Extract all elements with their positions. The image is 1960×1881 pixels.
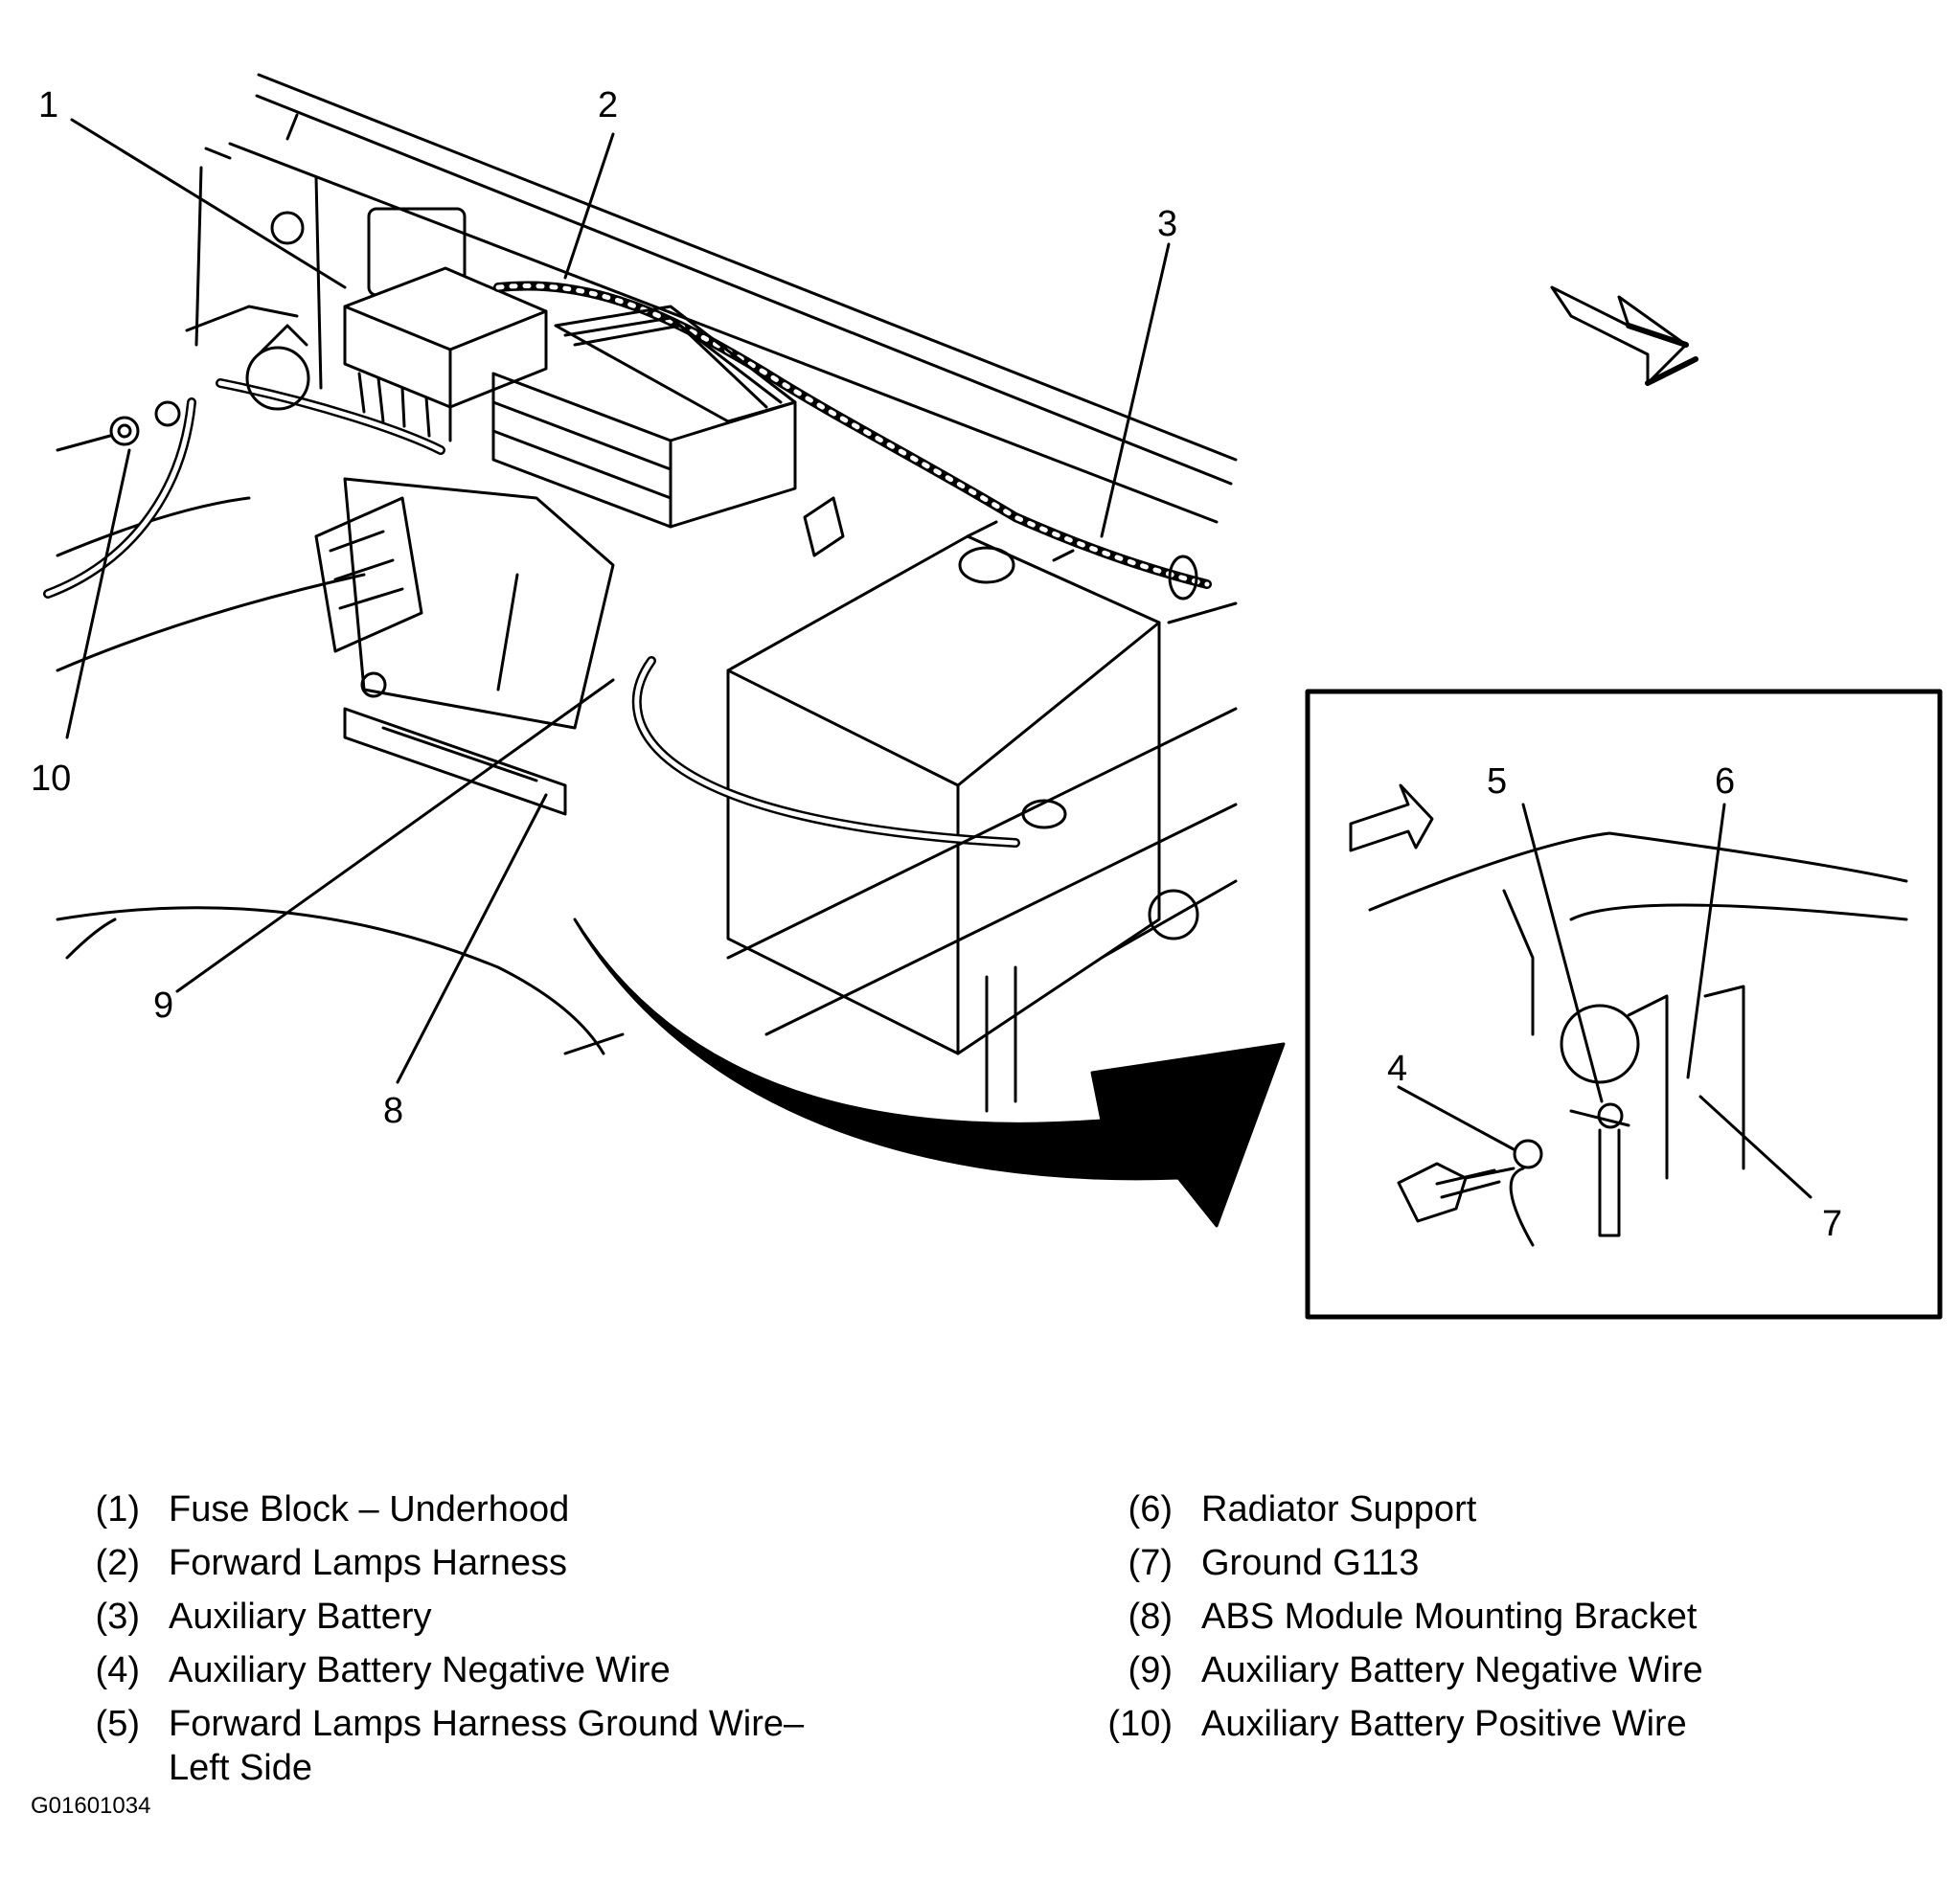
abs-module (314, 477, 615, 816)
callout-2: 2 (598, 85, 618, 125)
callout-5: 5 (1487, 761, 1507, 802)
battery-cables (43, 378, 1067, 848)
callout-9: 9 (153, 986, 173, 1026)
ground-detail-inset (1305, 689, 1943, 1320)
legend-right-column: (6) Radiator Support (7) Ground G113 (8)… (1092, 1483, 1935, 1751)
legend-number: (1) (95, 1489, 140, 1530)
radiator-support-frame (56, 601, 1238, 1113)
relay-center (491, 305, 797, 529)
legend-number: (7) (1128, 1543, 1173, 1583)
callout-8: 8 (383, 1091, 403, 1131)
legend-number: (9) (1128, 1650, 1173, 1690)
legend-item: (2) Forward Lamps Harness (59, 1536, 922, 1590)
legend-left-column: (1) Fuse Block – Underhood (2) Forward L… (59, 1483, 922, 1795)
callout-4: 4 (1387, 1049, 1407, 1089)
engine-bay-illustration: 1 2 3 4 5 6 7 8 9 10 (31, 73, 1943, 1320)
legend-item: (4) Auxiliary Battery Negative Wire (59, 1643, 922, 1697)
auxiliary-battery (726, 520, 1161, 1055)
legend-label: Auxiliary Battery Positive Wire (1201, 1704, 1687, 1744)
legend-label: ABS Module Mounting Bracket (1201, 1597, 1698, 1637)
legend-number: (2) (95, 1543, 140, 1583)
fender-outline (56, 73, 1238, 672)
legend-label: Auxiliary Battery (169, 1597, 432, 1637)
legend-item: (1) Fuse Block – Underhood (59, 1483, 922, 1536)
forward-lamps-harness (493, 281, 1212, 601)
legend-label: Forward Lamps Harness (169, 1543, 568, 1583)
legend-number: (3) (95, 1597, 140, 1637)
legend-number: (6) (1128, 1489, 1173, 1530)
legend-item: (3) Auxiliary Battery (59, 1590, 922, 1643)
direction-arrow-icon (1550, 285, 1698, 386)
legend-label: Auxiliary Battery Negative Wire (169, 1650, 671, 1690)
legend-label: Forward Lamps Harness Ground Wire– Left … (169, 1704, 805, 1788)
figure-code: G01601034 (31, 1793, 151, 1819)
callout-leaders (65, 118, 1812, 1199)
callout-7: 7 (1822, 1204, 1842, 1244)
detail-arrow (573, 918, 1286, 1228)
legend-item: (7) Ground G113 (1092, 1536, 1935, 1590)
legend-item: (10) Auxiliary Battery Positive Wire (1092, 1697, 1935, 1751)
callout-3: 3 (1157, 204, 1177, 244)
positive-terminal (56, 324, 310, 452)
callout-10: 10 (31, 759, 71, 799)
legend-label: Radiator Support (1201, 1489, 1477, 1530)
legend-label: Fuse Block – Underhood (169, 1489, 570, 1530)
legend-item: (8) ABS Module Mounting Bracket (1092, 1590, 1935, 1643)
legend-item: (9) Auxiliary Battery Negative Wire (1092, 1643, 1935, 1697)
legend-label: Auxiliary Battery Negative Wire (1201, 1650, 1703, 1690)
legend-number: (5) (95, 1704, 140, 1744)
legend-item: (6) Radiator Support (1092, 1483, 1935, 1536)
legend-label: Ground G113 (1201, 1543, 1420, 1583)
callout-6: 6 (1715, 761, 1735, 802)
legend-number: (8) (1128, 1597, 1173, 1637)
legend-item: (5) Forward Lamps Harness Ground Wire– L… (59, 1697, 922, 1795)
legend-number: (4) (95, 1650, 140, 1690)
fuse-block-underhood (343, 266, 548, 442)
callout-1: 1 (38, 85, 58, 125)
legend-number: (10) (1107, 1704, 1173, 1744)
